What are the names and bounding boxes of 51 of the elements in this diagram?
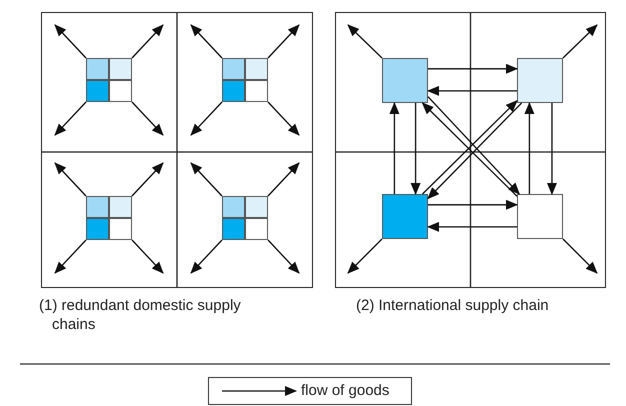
supplier-square — [86, 218, 108, 240]
arrow — [562, 24, 598, 58]
supplier-square — [516, 58, 562, 102]
arrow — [132, 240, 164, 274]
arrow — [54, 102, 86, 136]
supplier-square — [86, 58, 108, 80]
supplier-square — [244, 80, 268, 102]
supplier-square — [516, 194, 562, 238]
supplier-square — [222, 80, 244, 102]
arrow — [190, 102, 222, 136]
arrow — [132, 162, 164, 196]
arrow — [524, 102, 534, 194]
arrow — [54, 162, 86, 196]
arrow — [347, 24, 382, 58]
supplier-square — [222, 218, 244, 240]
panel-caption: (1) redundant domestic supply chains — [39, 296, 242, 334]
supplier-square — [382, 58, 428, 102]
supplier-square — [382, 194, 428, 238]
supplier-square — [86, 80, 108, 102]
supplier-square — [222, 58, 244, 80]
arrow — [428, 64, 518, 74]
supplier-square — [244, 58, 268, 80]
arrow — [268, 102, 300, 136]
arrow — [427, 222, 517, 232]
supplier-square — [244, 218, 268, 240]
supplier-square — [86, 196, 108, 218]
arrow — [268, 240, 300, 274]
arrow — [268, 24, 300, 58]
arrow — [427, 86, 517, 96]
arrow — [268, 162, 300, 196]
arrow — [389, 102, 400, 194]
arrow — [190, 240, 222, 274]
arrow — [190, 24, 222, 58]
panel-caption: (2) International supply chain — [356, 296, 550, 315]
arrow — [546, 103, 557, 195]
arrow — [190, 162, 222, 196]
arrow — [562, 238, 598, 274]
legend-text: flow of goods — [301, 381, 390, 400]
arrow — [132, 24, 164, 58]
supplier-square — [108, 218, 132, 240]
supplier-square — [108, 196, 132, 218]
arrow — [428, 200, 518, 210]
arrow — [54, 240, 86, 274]
arrow — [410, 103, 421, 195]
supplier-square — [244, 196, 268, 218]
arrow — [54, 24, 86, 58]
arrow — [347, 238, 382, 274]
supplier-square — [108, 80, 132, 102]
supplier-square — [222, 196, 244, 218]
arrow — [132, 102, 164, 136]
supplier-square — [108, 58, 132, 80]
